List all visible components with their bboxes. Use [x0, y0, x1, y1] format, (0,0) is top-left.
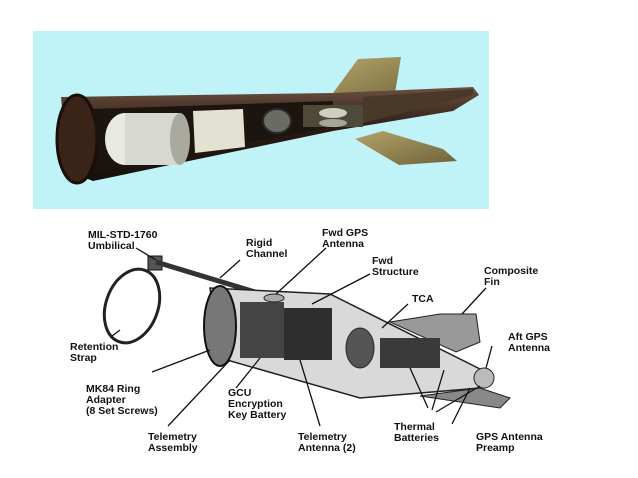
label-telemetry-assembly: Telemetry Assembly	[148, 432, 198, 454]
battery-module	[380, 338, 440, 368]
mk84-ring	[203, 285, 237, 367]
label-gps-antenna-preamp: GPS Antenna Preamp	[476, 432, 543, 454]
upper-fin	[333, 57, 433, 101]
label-umbilical-line1: MIL-STD-1760	[88, 229, 158, 241]
label-retention-line1: Retention	[70, 341, 119, 353]
label-rigid-channel-line2: Channel	[246, 248, 288, 260]
round-dial	[262, 108, 292, 134]
label-telemetry-antenna: Telemetry Antenna (2)	[298, 432, 356, 454]
label-fwd-structure-line2: Structure	[372, 266, 419, 278]
gcu-module	[240, 302, 284, 358]
label-fwd-gps-antenna: Fwd GPS Antenna	[322, 228, 368, 250]
label-fwd-structure: Fwd Structure	[372, 256, 419, 278]
label-rigid-channel: Rigid Channel	[246, 238, 287, 260]
label-gcu-line3: Key Battery	[228, 409, 287, 421]
tail-cone	[363, 89, 473, 123]
label-gcu: GCU Encryption Key Battery	[228, 388, 286, 421]
label-umbilical: MIL-STD-1760 Umbilical	[88, 230, 157, 252]
label-thermal-line2: Batteries	[394, 432, 439, 444]
electronics-box	[193, 109, 245, 153]
label-telemetry-assembly-line1: Telemetry	[148, 431, 197, 443]
label-tca-line1: TCA	[412, 293, 434, 305]
label-retention-line2: Strap	[70, 352, 97, 364]
label-gcu-line1: GCU	[228, 387, 252, 399]
label-fwd-structure-line1: Fwd	[372, 255, 393, 267]
label-mk84-ring-adapter: MK84 Ring Adapter (8 Set Screws)	[86, 384, 158, 417]
label-preamp-line1: GPS Antenna	[476, 431, 543, 443]
label-composite-fin: Composite Fin	[484, 266, 538, 288]
lower-fin	[355, 131, 457, 165]
label-composite-fin-line1: Composite	[484, 265, 539, 277]
label-retention-strap: Retention Strap	[70, 342, 118, 364]
cutaway-diagram: MIL-STD-1760 Umbilical Rigid Channel Fwd…	[60, 218, 580, 458]
leader-lines	[111, 247, 493, 427]
telemetry-module	[284, 308, 332, 360]
label-mk84-line2: Adapter	[86, 394, 126, 406]
label-aft-gps-line2: Antenna	[508, 342, 550, 354]
front-ring	[55, 93, 99, 185]
label-preamp-line2: Preamp	[476, 442, 515, 454]
label-mk84-line1: MK84 Ring	[86, 383, 141, 395]
tail-kit-photo	[33, 31, 489, 209]
label-thermal-line1: Thermal	[394, 421, 435, 433]
label-rigid-channel-line1: Rigid	[246, 237, 273, 249]
tail-cap	[473, 367, 495, 389]
label-aft-gps-line1: Aft GPS	[508, 331, 548, 343]
label-fwd-gps-line2: Antenna	[322, 238, 364, 250]
label-telemetry-assembly-line2: Assembly	[148, 442, 198, 454]
label-fwd-gps-line1: Fwd GPS	[322, 227, 369, 239]
label-telemetry-antenna-line1: Telemetry	[298, 431, 347, 443]
tca-module	[345, 327, 375, 369]
fwd-gps-dish	[263, 293, 285, 303]
label-telemetry-antenna-line2: Antenna (2)	[298, 442, 356, 454]
tail-kit-illustration	[55, 57, 479, 185]
label-thermal-batteries: Thermal Batteries	[394, 422, 439, 444]
label-composite-fin-line2: Fin	[484, 276, 500, 288]
cutaway-drawing	[102, 247, 511, 427]
label-tca: TCA	[412, 294, 434, 305]
label-umbilical-line2: Umbilical	[88, 240, 135, 252]
label-mk84-line3: (8 Set Screws)	[86, 405, 158, 417]
label-gcu-line2: Encryption	[228, 398, 283, 410]
diagram-upper-fin	[388, 313, 481, 353]
retention-strap-loop	[102, 267, 162, 345]
label-aft-gps-antenna: Aft GPS Antenna	[508, 332, 550, 354]
